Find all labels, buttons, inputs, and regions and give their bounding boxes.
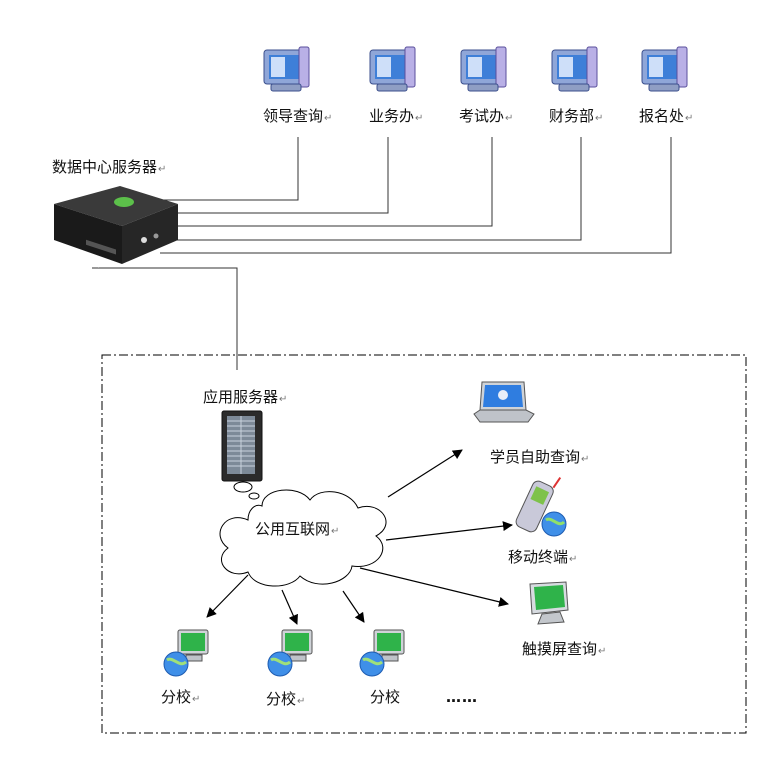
branch-ellipsis: …… [446, 688, 478, 706]
monitor-icon [460, 46, 507, 92]
branch-label-1: 分校↵ [161, 688, 201, 706]
touchscreen-icon [529, 581, 569, 625]
monitor-icon [641, 46, 688, 92]
monitor-icon [551, 46, 598, 92]
branch-computer-icon [267, 629, 313, 677]
monitor-icon [369, 46, 416, 92]
branch-computer-icon [163, 629, 209, 677]
app-server-icon [221, 410, 263, 482]
data-center-server-icon [54, 186, 178, 268]
terminal-label-registration: 报名处↵ [639, 107, 694, 125]
link-finance [160, 137, 582, 241]
monitor-icon [263, 46, 310, 92]
mobile-terminal-icon [515, 477, 567, 537]
terminal-label-leader-query: 领导查询↵ [263, 107, 333, 125]
link-app-server [92, 267, 238, 370]
branch-label-2: 分校↵ [266, 690, 306, 708]
link-leader-query [160, 137, 299, 201]
data-center-label: 数据中心服务器↵ [52, 158, 167, 176]
link-exam-office [160, 137, 493, 227]
arrow-to-branch-1 [206, 574, 249, 618]
terminal-label-business-office: 业务办↵ [369, 107, 424, 125]
terminal-label-exam-office: 考试办↵ [459, 107, 514, 125]
client-label-mobile: 移动终端↵ [508, 548, 578, 566]
terminal-label-finance: 财务部↵ [549, 107, 604, 125]
client-label-touchscreen: 触摸屏查询↵ [522, 640, 607, 658]
link-business-office [160, 137, 389, 214]
internet-label: 公用互联网↵ [255, 520, 340, 538]
branch-computer-icon [359, 629, 405, 677]
arrow-to-mobile [385, 521, 513, 541]
arrow-to-branch-2 [281, 589, 298, 625]
client-label-self-service: 学员自助查询↵ [490, 448, 590, 466]
arrow-to-touchscreen [359, 567, 509, 607]
app-server-label: 应用服务器↵ [203, 388, 288, 406]
internet-cloud [219, 481, 387, 587]
arrow-to-self-service [387, 449, 463, 498]
link-registration [160, 137, 672, 254]
network-boundary [101, 354, 747, 734]
laptop-icon [473, 381, 535, 423]
branch-label-3: 分校 [370, 688, 401, 706]
arrow-to-branch-3 [342, 590, 365, 623]
